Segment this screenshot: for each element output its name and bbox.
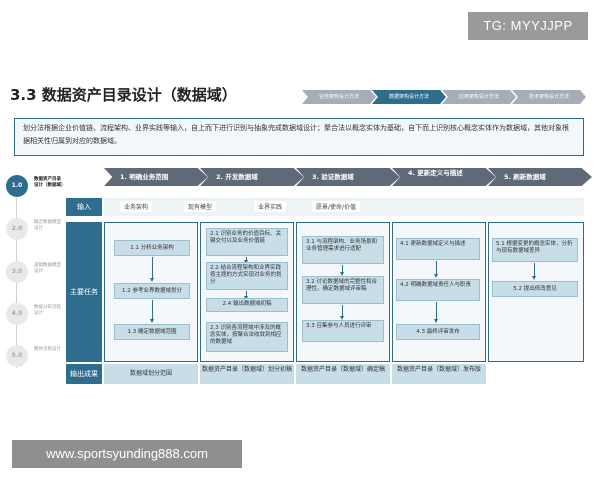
task-box: 3.2 讨论数据域的完整性和合理性，确定数据域评审稿 <box>302 276 384 304</box>
task-box: 2.3 识别各流程域中涉及的概念实体，按聚合法收敛到相应的数据域 <box>206 322 288 352</box>
breadcrumb-item-business[interactable]: 业务架构设计方法 <box>302 90 376 104</box>
task-box: 2.4 输出数据域初稿 <box>206 298 288 312</box>
phase-bar: 1. 明确业务范围 2. 开发数据域 3. 验证数据域 4. 更新定义与描述 5… <box>104 168 592 186</box>
breadcrumb-item-technology[interactable]: 技术架构设计方法 <box>512 90 586 104</box>
step-number: 1.0 <box>6 175 28 197</box>
flow-arrow <box>150 257 154 282</box>
breadcrumb-item-application[interactable]: 应用架构设计方法 <box>442 90 516 104</box>
row-label-tasks: 主要任务 <box>66 222 102 362</box>
step-connector <box>16 198 17 368</box>
flow-arrow <box>340 265 344 276</box>
breadcrumb-item-data[interactable]: 数据架构设计方法 <box>372 90 446 104</box>
row-label-input: 输入 <box>66 198 102 216</box>
input-item: 现有模型 <box>184 201 217 212</box>
page-title: 3.3 数据资产目录设计（数据域） <box>10 86 237 104</box>
task-box: 5.2 提出修改意见 <box>492 281 578 297</box>
task-box: 4.1 更新数据域定义与描述 <box>396 238 480 260</box>
step-number: 4.0 <box>6 303 28 325</box>
task-box: 2.1 识别业务的价值目标、关键交付以及业务价值链 <box>206 228 288 256</box>
step-label: 整体流程设计 <box>34 347 61 352</box>
input-item: 业界实践 <box>254 201 287 212</box>
task-box: 1.2 参考业界数据域划分 <box>114 283 190 299</box>
task-box: 3.3 召集参与人员进行评审 <box>302 320 384 342</box>
task-box: 4.2 明确数据域责任人与职责 <box>396 279 480 301</box>
flow-arrow <box>532 263 536 280</box>
task-box: 1.1 分析业务架构 <box>114 240 190 256</box>
task-box: 2.2 结合流程架构和业界实践按主题的方式实现对业务的划分 <box>206 262 288 290</box>
phase-3: 3. 验证数据域 <box>296 168 400 186</box>
breadcrumb: 业务架构设计方法 数据架构设计方法 应用架构设计方法 技术架构设计方法 <box>302 90 586 104</box>
flow-arrow <box>340 305 344 320</box>
flow-arrow <box>244 291 248 300</box>
phase-5: 5. 刷新数据域 <box>488 168 592 186</box>
task-box: 5.1 根据变更的概念实体，分析与现有数据域差异 <box>492 238 578 262</box>
step-label: 逻辑数据模型设计 <box>34 263 61 274</box>
output-box: 数据资产目录（数据域）划分初稿 <box>200 364 294 384</box>
phase-2: 2. 开发数据域 <box>200 168 304 186</box>
task-box: 3.1 与流程架构、业务场景和业务管理需求进行适配 <box>302 236 384 264</box>
row-label-output: 输出成果 <box>66 364 102 384</box>
phase-4: 4. 更新定义与描述 <box>392 168 496 186</box>
step-number: 5.0 <box>6 345 28 367</box>
output-box: 数据资产目录（数据域）确定稿 <box>296 364 390 384</box>
step-number: 2.0 <box>6 218 28 240</box>
input-item: 业务架构 <box>120 201 153 212</box>
output-box: 数据资产目录（数据域）发布版 <box>392 364 486 384</box>
task-box: 4.3 最终评审发布 <box>396 324 480 340</box>
intro-text: 划分法根据企业价值链、流程架构、业界实践等输入，自上而下进行识别与抽象完成数据域… <box>14 118 584 156</box>
step-label: 概念数据模型设计 <box>34 220 61 231</box>
input-item: 愿景/使命/价值 <box>312 201 361 212</box>
watermark-top: TG: MYYJJPP <box>468 12 588 40</box>
output-box: 数据域划分范围 <box>104 364 198 384</box>
step-number: 3.0 <box>6 261 28 283</box>
step-label: 数据分布流程设计 <box>34 305 61 316</box>
task-box: 1.3 确定数据域范围 <box>114 324 190 340</box>
phase-1: 1. 明确业务范围 <box>104 168 208 186</box>
step-label: 数据资产目录设计（数据域） <box>34 177 66 188</box>
watermark-bottom: www.sportsyunding888.com <box>12 440 242 468</box>
flow-arrow <box>244 257 248 264</box>
flow-arrow <box>434 302 438 323</box>
flow-arrow <box>150 300 154 323</box>
flow-arrow <box>434 261 438 278</box>
